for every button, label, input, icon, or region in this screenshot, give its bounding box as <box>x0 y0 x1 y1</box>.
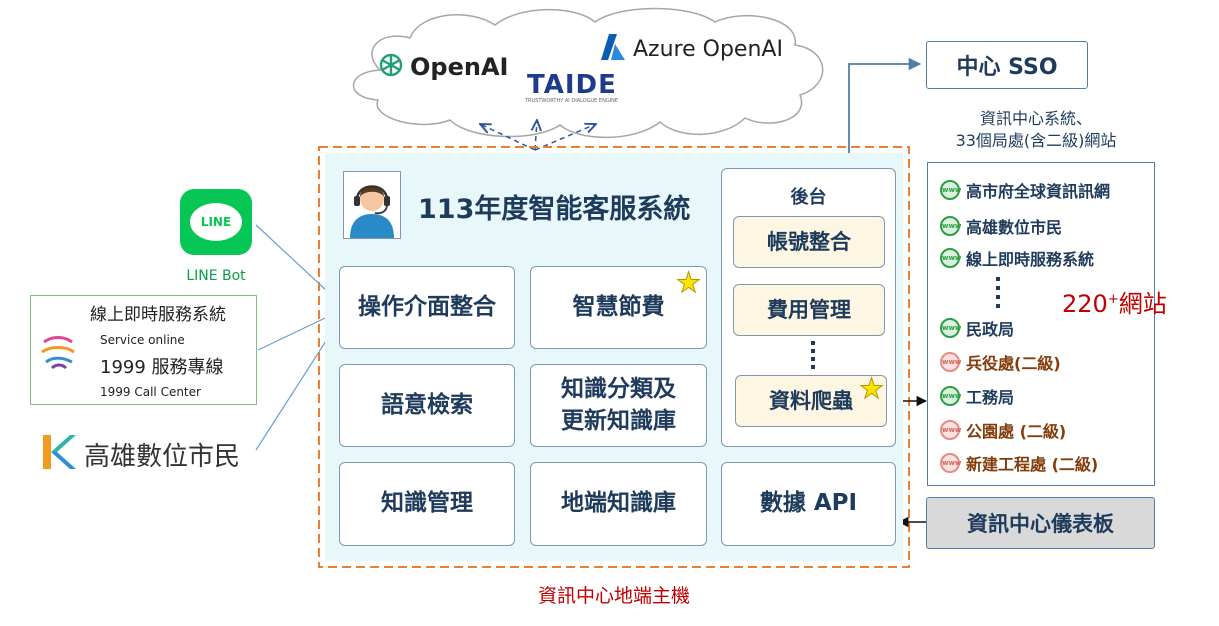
online-service-title: 線上即時服務系統 <box>90 305 226 325</box>
openai-logo-icon <box>378 52 404 78</box>
module-ui-integration: 操作介面整合 <box>339 266 515 349</box>
module-label: 操作介面整合 <box>358 293 496 320</box>
module-label-line-1: 知識分類及 <box>561 376 676 403</box>
module-label: 數據 API <box>759 490 858 517</box>
module-local-knowledge-base: 地端知識庫 <box>530 462 707 546</box>
sites-count: 220+網站 <box>1062 284 1167 319</box>
websites-panel <box>927 162 1155 486</box>
vertical-ellipsis <box>811 341 815 371</box>
dashboard-label: 資訊中心儀表板 <box>967 512 1114 536</box>
backend-account-integration: 帳號整合 <box>733 216 885 268</box>
module-label: 知識管理 <box>381 490 473 517</box>
sites-count-number: 220 <box>1062 290 1108 318</box>
website-label: 新建工程處 (二級) <box>966 455 1099 474</box>
line-app-icon: LINE <box>180 189 252 255</box>
website-label: 兵役處(二級) <box>966 354 1061 373</box>
sites-count-plus: + <box>1107 292 1119 307</box>
website-item-public-works: www 工務局 <box>940 384 1014 408</box>
dashed-arrow-right <box>534 124 596 151</box>
module-knowledge-classify: 知識分類及 更新知識庫 <box>530 364 707 447</box>
website-item-digital-citizen: www 高雄數位市民 <box>940 214 1062 238</box>
module-label: 智慧節費 <box>572 293 665 320</box>
digital-citizen-logo-icon <box>40 432 80 472</box>
dashed-arrow-left <box>480 124 536 151</box>
star-icon: ★ <box>675 266 702 299</box>
taide-tagline: TRUSTWORTHY AI DIALOGUE ENGINE <box>525 98 619 104</box>
sso-label: 中心 SSO <box>956 55 1058 80</box>
sites-count-suffix: 網站 <box>1118 290 1167 318</box>
module-label: 地端知識庫 <box>561 490 676 517</box>
agent-avatar-icon <box>343 171 401 239</box>
website-item-global: www 高市府全球資訊訊網 <box>940 178 1110 202</box>
cloud-shape <box>352 7 824 139</box>
www-globe-icon: www <box>940 352 961 372</box>
website-label: 高市府全球資訊訊網 <box>966 182 1111 201</box>
systems-caption-line-1: 資訊中心系統、 <box>979 109 1092 128</box>
star-icon: ★ <box>858 372 885 405</box>
systems-caption: 資訊中心系統、 33個局處(含二級)網站 <box>928 108 1144 151</box>
www-globe-icon: www <box>940 216 961 236</box>
azure-openai-label: Azure OpenAI <box>633 37 783 62</box>
www-globe-icon: www <box>940 386 961 406</box>
azure-logo-icon <box>600 32 626 62</box>
module-smart-cost: 智慧節費 <box>530 266 707 349</box>
kaohsiung-logo-icon <box>38 332 78 372</box>
website-label: 線上即時服務系統 <box>966 250 1095 269</box>
backend-title: 後台 <box>790 187 827 208</box>
website-item-online-service: www 線上即時服務系統 <box>940 246 1094 270</box>
backend-fee-management: 費用管理 <box>733 284 885 336</box>
system-title: 113年度智能客服系統 <box>418 194 691 225</box>
module-label: 語意檢索 <box>381 391 473 418</box>
openai-label: OpenAI <box>410 53 509 81</box>
sso-box: 中心 SSO <box>926 41 1088 89</box>
module-label: 費用管理 <box>767 297 851 322</box>
online-service-en: Service online <box>100 333 185 347</box>
website-label: 高雄數位市民 <box>966 218 1063 237</box>
hotline-1999-en: 1999 Call Center <box>100 385 201 399</box>
module-knowledge-management: 知識管理 <box>339 462 515 546</box>
website-label: 公園處 (二級) <box>966 422 1067 441</box>
digital-citizen-label: 高雄數位市民 <box>84 442 241 472</box>
website-item-new-construction: www 新建工程處 (二級) <box>940 451 1098 475</box>
systems-caption-line-2: 33個局處(含二級)網站 <box>955 130 1117 150</box>
www-globe-icon: www <box>940 180 961 200</box>
www-globe-icon: www <box>940 420 961 440</box>
www-globe-icon: www <box>940 248 961 268</box>
taide-logo: TAIDE <box>527 70 617 100</box>
dashboard-box: 資訊中心儀表板 <box>926 497 1155 549</box>
host-caption: 資訊中心地端主機 <box>537 585 690 607</box>
module-label: 資料爬蟲 <box>769 388 853 413</box>
website-item-military-service: www 兵役處(二級) <box>940 350 1061 374</box>
line-bot-caption: LINE Bot <box>186 268 246 284</box>
module-label: 帳號整合 <box>767 229 851 254</box>
website-label: 民政局 <box>966 320 1015 339</box>
backend-data-crawler: 資料爬蟲 <box>735 375 887 427</box>
website-label: 工務局 <box>966 388 1015 407</box>
host-frame <box>318 146 910 568</box>
module-semantic-search: 語意檢索 <box>339 364 515 447</box>
website-item-parks: www 公園處 (二級) <box>940 418 1066 442</box>
vertical-ellipsis <box>996 277 1000 313</box>
website-item-civil-affairs: www 民政局 <box>940 316 1014 340</box>
hotline-1999: 1999 服務專線 <box>100 357 224 378</box>
line-icon-text: LINE <box>190 203 242 241</box>
www-globe-icon: www <box>940 453 961 473</box>
module-label-line-2: 更新知識庫 <box>561 407 676 434</box>
module-data-api: 數據 API <box>721 462 896 546</box>
www-globe-icon: www <box>940 318 961 338</box>
